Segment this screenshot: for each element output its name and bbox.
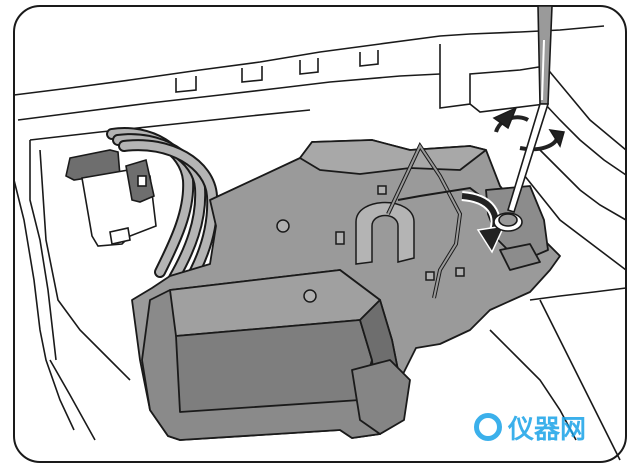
rotate-counterclockwise-arrow-icon xyxy=(492,106,565,152)
watermark-logo: 仪器网 xyxy=(474,404,624,450)
lamp-screw xyxy=(493,212,523,232)
plate-rivet xyxy=(303,289,317,303)
watermark-ring-icon xyxy=(474,413,502,441)
projector-housing xyxy=(13,25,627,461)
lamp-module xyxy=(131,139,561,441)
watermark-text: 仪器网 xyxy=(508,414,587,445)
screwdriver-icon xyxy=(507,5,553,214)
lamp-connector xyxy=(65,149,157,247)
lamp-handle-icon xyxy=(355,201,415,265)
plate-rivet xyxy=(276,219,290,233)
loosen-arrow-icon xyxy=(461,191,506,254)
lamp-cables xyxy=(106,127,219,290)
